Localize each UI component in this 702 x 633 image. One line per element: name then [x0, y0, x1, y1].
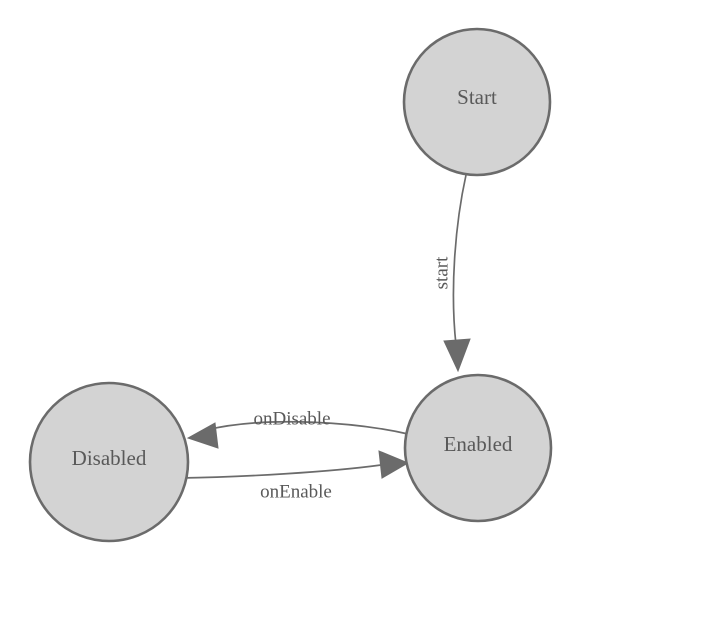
edge-path-enabled-to-disabled — [205, 420, 409, 435]
edge-label-on-disable: onDisable — [253, 408, 330, 429]
node-enabled-label: Enabled — [444, 432, 513, 456]
edge-enabled-to-disabled[interactable]: onDisable — [186, 408, 409, 449]
edge-path-disabled-to-enabled — [179, 464, 382, 479]
edge-disabled-to-enabled[interactable]: onEnable — [179, 450, 410, 502]
node-disabled-circle — [28, 381, 190, 543]
node-start-label: Start — [457, 85, 497, 109]
edge-label-on-enable: onEnable — [260, 481, 332, 502]
arrowhead-disabled-to-enabled — [378, 450, 410, 479]
arrowhead-enabled-to-disabled — [186, 422, 219, 449]
edge-start-to-enabled[interactable]: start — [431, 174, 471, 373]
node-start[interactable]: Start — [402, 27, 552, 177]
arrowhead-start-to-enabled — [443, 338, 471, 373]
node-enabled-circle — [403, 373, 553, 523]
edge-label-start: start — [431, 256, 452, 289]
node-enabled[interactable]: Enabled — [403, 373, 553, 523]
node-start-circle — [402, 27, 552, 177]
edge-path-start-to-enabled — [452, 174, 467, 346]
node-disabled-label: Disabled — [72, 446, 147, 470]
node-disabled[interactable]: Disabled — [28, 381, 190, 543]
